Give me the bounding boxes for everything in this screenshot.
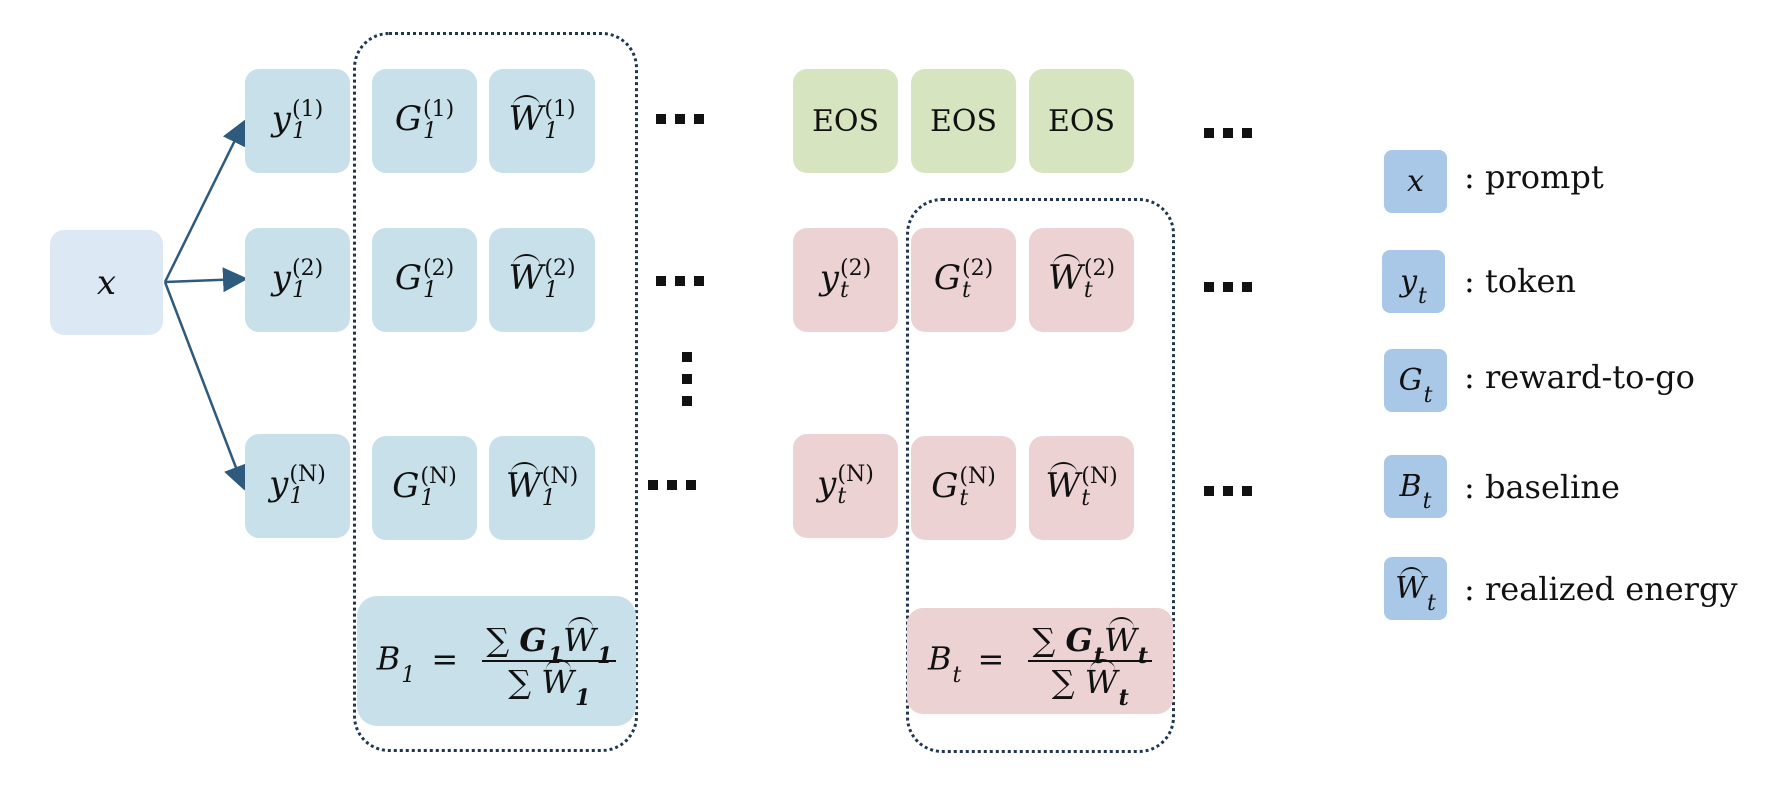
legend-swatch-baseline: Bt [1384,455,1447,518]
reward-box-gt-n: G(N)t [911,436,1016,540]
energy-box-wt-n: W(N)t [1029,436,1134,540]
vertical-ellipsis [682,352,692,406]
reward-box-g1-2: G(2)1 [372,228,477,332]
legend-swatch-reward-to-go: Gt [1384,349,1447,412]
prompt-symbol: x [96,262,117,303]
energy-box-w1-1: W(1)1 [489,69,595,173]
token-box-y1-n: y(N)1 [245,434,350,538]
reward-box-gt-2: G(2)t [911,228,1016,332]
ellipsis-stept-row-2-trailing [1204,282,1252,292]
ellipsis-eos-trailing [1204,128,1252,138]
token-box-yt-2: y(2)t [793,228,898,332]
token-box-y1-2: y(2)1 [245,228,350,332]
prompt-box: x [50,230,163,335]
reward-box-g1-n: G(N)1 [372,436,477,540]
ellipsis-row-1 [656,114,704,124]
reward-box-g1-1: G(1)1 [372,69,477,173]
arrow-to-row-1 [163,119,246,283]
legend-label-realized-energy: : realized energy [1464,570,1738,608]
energy-box-w1-2: W(2)1 [489,228,595,332]
eos-box-1: EOS [793,69,898,173]
ellipsis-stept-row-n-trailing [1204,486,1252,496]
eos-box-3: EOS [1029,69,1134,173]
legend-label-token: : token [1464,262,1577,300]
baseline-box-bt: Bt = ∑ GtWt ∑ Wt [907,608,1173,714]
legend-label-prompt: : prompt [1464,158,1604,196]
legend-label-reward-to-go: : reward-to-go [1464,358,1695,396]
energy-box-wt-2: W(2)t [1029,228,1134,332]
legend-swatch-realized-energy: Wt [1384,557,1447,620]
legend-swatch-prompt: x [1384,150,1447,213]
arrow-to-row-n [163,281,248,491]
arrow-to-row-2 [164,267,248,293]
step1-group-border [353,32,638,752]
energy-box-w1-n: W(N)1 [489,436,595,540]
eos-box-2: EOS [911,69,1016,173]
ellipsis-row-n [648,480,696,490]
legend-swatch-token: yt [1382,250,1445,313]
token-box-yt-n: y(N)t [793,434,898,538]
legend-label-baseline: : baseline [1464,468,1620,506]
token-box-y1-1: y(1)1 [245,69,350,173]
ellipsis-row-2 [656,276,704,286]
stept-group-border [906,198,1175,753]
baseline-box-b1: B1 = ∑ G1W1 ∑ W1 [357,596,636,726]
